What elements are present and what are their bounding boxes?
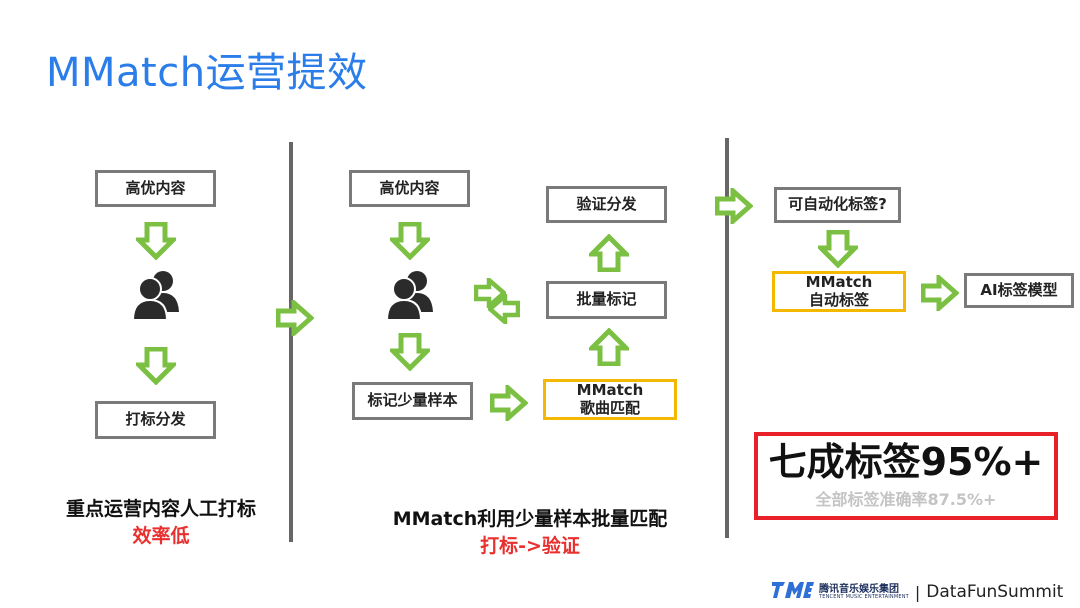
box-high-priority-content: 高优内容 — [95, 170, 216, 207]
box-auto-tag-question: 可自动化标签? — [774, 187, 901, 223]
box-tag-distribute: 打标分发 — [95, 401, 216, 439]
box-label: MMatch — [576, 381, 644, 400]
box-label: AI标签模型 — [980, 280, 1058, 299]
result-sub-text: 全部标签准确率87.5%+ — [815, 489, 997, 509]
footer-brand: DataFunSummit — [926, 582, 1064, 602]
box-mark-samples: 标记少量样本 — [352, 382, 473, 420]
arrow-right-icon — [276, 300, 314, 336]
box-verify-distribute: 验证分发 — [546, 186, 667, 223]
box-label: 打标分发 — [125, 410, 186, 429]
arrow-right-icon — [490, 385, 528, 421]
box-label: 自动标签 — [808, 290, 869, 309]
arrow-down-icon — [136, 222, 176, 260]
caption-emphasis: 效率低 — [132, 525, 190, 547]
divider-2 — [725, 138, 729, 538]
caption-col2: MMatch利用少量样本批量匹配 打标->验证 — [360, 504, 700, 558]
box-label: 标记少量样本 — [367, 391, 458, 410]
caption-emphasis: 打标->验证 — [480, 535, 580, 557]
footer-separator: | — [914, 582, 921, 602]
box-high-priority-content: 高优内容 — [349, 170, 470, 207]
box-mmatch-song-match: MMatch 歌曲匹配 — [543, 379, 677, 420]
footer: 腾讯音乐娱乐集团 TENCENT MUSIC ENTERTAINMENT | D… — [772, 580, 1063, 604]
box-batch-mark: 批量标记 — [546, 281, 667, 319]
logo-en: TENCENT MUSIC ENTERTAINMENT — [819, 593, 909, 600]
box-mmatch-auto-tag: MMatch 自动标签 — [772, 271, 906, 312]
arrow-down-icon — [390, 222, 430, 260]
arrow-right-icon — [921, 275, 959, 311]
arrow-down-icon — [136, 347, 176, 385]
box-label: 歌曲匹配 — [579, 398, 640, 417]
result-main-text: 七成标签95%+ — [768, 440, 1044, 484]
arrow-left-icon — [488, 294, 520, 324]
arrow-up-icon — [589, 234, 629, 272]
caption-main: 重点运营内容人工打标 — [65, 498, 256, 520]
tme-logo-text: 腾讯音乐娱乐集团 TENCENT MUSIC ENTERTAINMENT — [819, 583, 909, 600]
page-title: MMatch运营提效 — [46, 50, 368, 96]
arrow-down-icon — [818, 230, 858, 268]
caption-col1: 重点运营内容人工打标 效率低 — [46, 494, 276, 548]
people-icon — [385, 268, 436, 324]
box-label: MMatch — [805, 273, 873, 292]
arrow-right-icon — [474, 278, 506, 308]
box-label: 验证分发 — [576, 194, 637, 213]
arrow-up-icon — [589, 328, 629, 366]
people-icon — [131, 268, 182, 324]
logo-cn: 腾讯音乐娱乐集团 — [819, 583, 899, 595]
divider-1 — [289, 142, 293, 542]
box-label: 批量标记 — [576, 290, 637, 309]
result-highlight-box: 七成标签95%+ 全部标签准确率87.5%+ — [754, 432, 1058, 520]
box-label: 可自动化标签? — [788, 195, 887, 214]
box-label: 高优内容 — [379, 178, 440, 197]
arrow-down-icon — [390, 333, 430, 371]
box-label: 高优内容 — [125, 178, 186, 197]
tme-logo-icon — [772, 580, 814, 604]
arrow-right-icon — [715, 188, 753, 224]
box-ai-tag-model: AI标签模型 — [964, 273, 1074, 308]
caption-main: MMatch利用少量样本批量匹配 — [392, 508, 668, 530]
